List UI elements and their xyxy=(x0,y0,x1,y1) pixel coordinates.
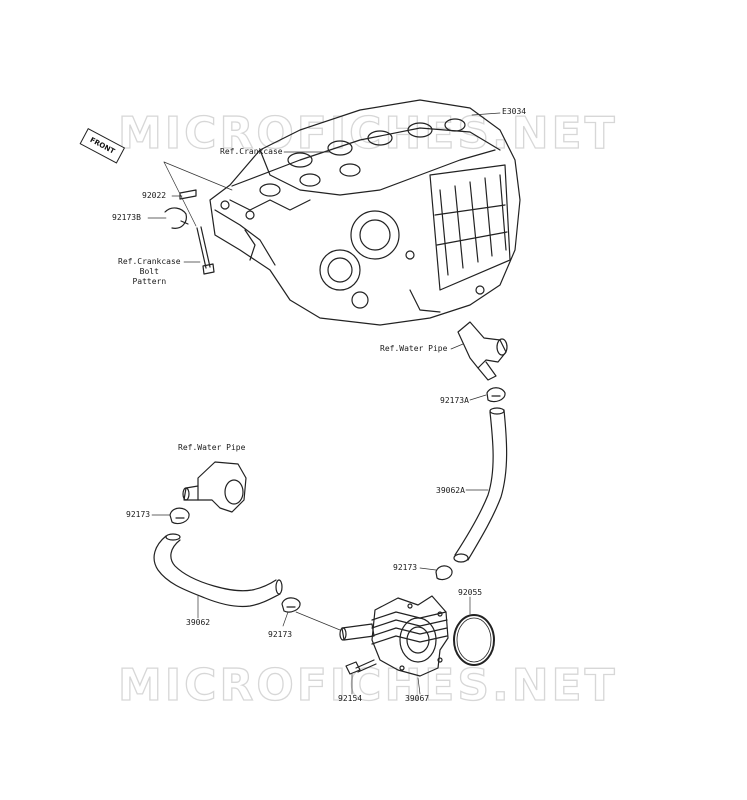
label-39062: 39062 xyxy=(186,618,211,627)
label-ref-water-pipe-top: Ref.Water Pipe xyxy=(380,344,448,353)
label-92173A: 92173A xyxy=(440,396,469,405)
upper-water-pipe xyxy=(457,321,508,381)
label-92173-bottom: 92173 xyxy=(268,630,293,639)
left-water-pipe xyxy=(182,461,247,513)
crankcase-small-parts xyxy=(164,189,215,275)
hose-39062 xyxy=(153,533,283,608)
crankcase-drawing xyxy=(209,99,521,326)
bolt-92154 xyxy=(345,659,377,675)
label-92173-left: 92173 xyxy=(126,510,151,519)
clamp-92173-left xyxy=(169,507,190,525)
clamp-92173-mid xyxy=(435,565,453,581)
oil-cooler xyxy=(339,595,449,677)
clamp-92173A xyxy=(486,387,506,403)
watermark-top: MICROFICHES.NET xyxy=(117,107,618,159)
o-ring-92055 xyxy=(453,614,495,666)
clamp-92173-bottom xyxy=(281,597,301,613)
label-39062A: 39062A xyxy=(436,486,465,495)
hose-39062A xyxy=(453,407,508,563)
label-92173-mid: 92173 xyxy=(393,563,418,572)
label-ref-crankcase: Ref.Crankcase xyxy=(220,147,283,156)
label-diagram-code: E3034 xyxy=(502,107,527,116)
label-92055: 92055 xyxy=(458,588,483,597)
label-92154: 92154 xyxy=(338,694,363,703)
label-92022: 92022 xyxy=(142,191,167,200)
label-ref-water-pipe-left: Ref.Water Pipe xyxy=(178,443,246,452)
label-92173B: 92173B xyxy=(112,213,141,222)
label-39067: 39067 xyxy=(405,694,430,703)
label-ref-crankcase-bolt-pattern: Ref.Crankcase Bolt Pattern xyxy=(118,257,181,286)
leader-lines xyxy=(147,112,501,695)
